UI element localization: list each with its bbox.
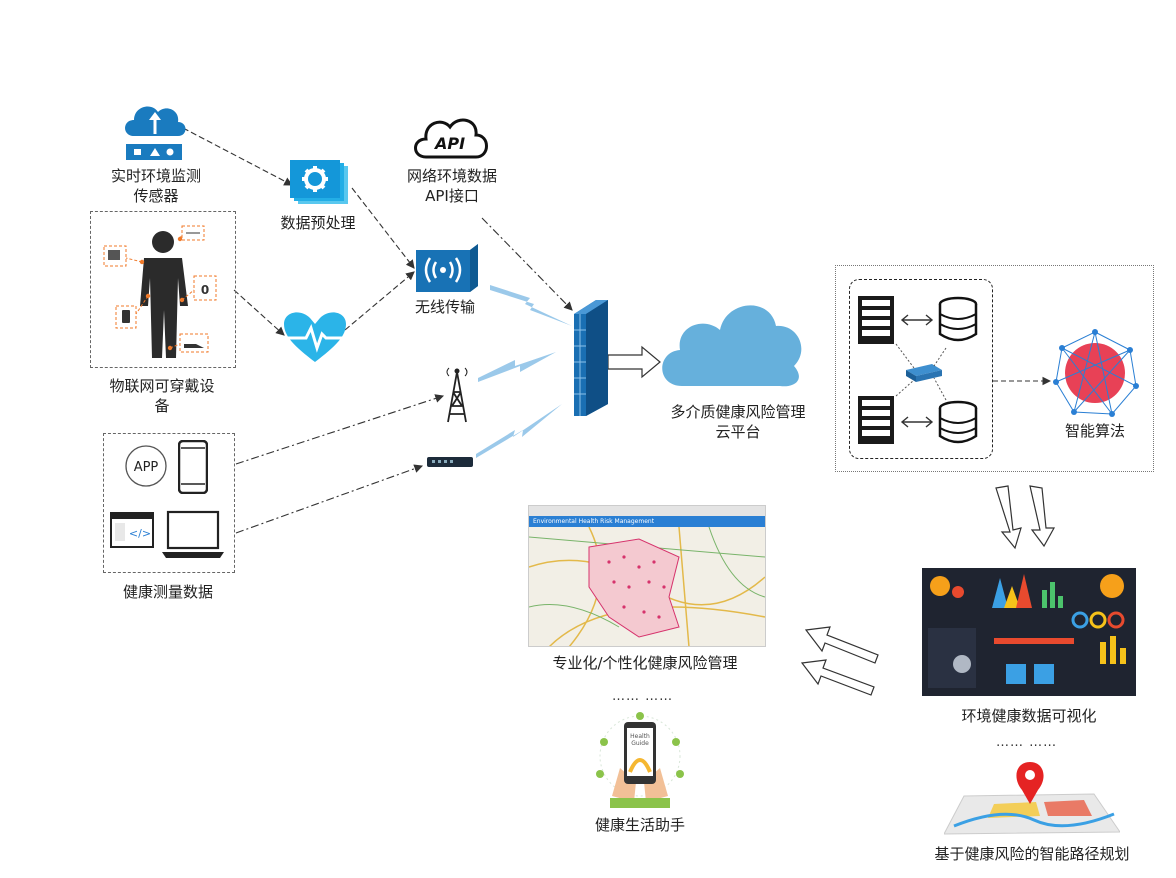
svg-text:0: 0: [201, 283, 209, 297]
life-assistant-label: 健康生活助手: [594, 816, 685, 834]
risk-management-label: 专业化/个性化健康风险管理: [552, 654, 738, 672]
sensor-cloud-icon: [122, 100, 188, 162]
preprocess-label: 数据预处理: [280, 214, 356, 232]
code-window-icon: </>: [110, 512, 154, 548]
ellipsis-right: …… ……: [996, 735, 1058, 750]
cloud-platform-icon: [660, 294, 806, 388]
wearable-label-line2: 备: [154, 397, 170, 415]
database-icon: [938, 400, 978, 444]
svg-text:</>: </>: [129, 527, 151, 540]
heart-to-wireless-arrow: [344, 271, 415, 331]
server-rack-icon: [858, 296, 894, 344]
wearable-label-line1: 物联网可穿戴设: [109, 377, 215, 395]
lightning-bolt: [476, 404, 562, 458]
left-arrow-upper: [804, 626, 879, 664]
server-rack-icon: [858, 396, 894, 444]
health-guide-text-line1: Health: [630, 733, 650, 740]
api-label-line1: 网络环境数据: [406, 167, 497, 185]
health-measure-box: [103, 433, 235, 573]
server-cluster-box: [849, 279, 993, 459]
health-to-router-arrow: [235, 464, 424, 534]
health-measure-label: 健康测量数据: [122, 583, 213, 601]
app-icon: APP: [124, 444, 168, 488]
visualization-infographic: [922, 568, 1136, 696]
route-map-icon: [943, 760, 1121, 836]
sensor-to-preprocess-arrow: [182, 127, 293, 186]
firewall-to-cloud-arrow: [607, 345, 661, 379]
api-cloud-icon: API: [412, 113, 492, 163]
heart-rate-icon: [284, 310, 346, 364]
preprocess-to-wireless-arrow: [351, 187, 415, 269]
map-browser-bar: [529, 506, 765, 516]
wireless-label: 无线传输: [414, 298, 475, 316]
sensor-label-line2: 传感器: [133, 187, 179, 205]
map-header: Environmental Health Risk Management: [529, 516, 765, 527]
visualization-label: 环境健康数据可视化: [961, 707, 1097, 725]
health-to-tower-arrow: [235, 394, 445, 465]
person-icon: 0: [96, 218, 230, 360]
algorithm-panel: [835, 265, 1154, 472]
api-to-firewall-arrow: [481, 217, 573, 311]
lightning-bolt: [490, 285, 572, 326]
health-guide-phone-icon: Health Guide: [590, 712, 690, 808]
cloud-label-line2: 云平台: [715, 423, 761, 441]
wearable-box: [90, 211, 236, 368]
left-arrow-lower: [800, 659, 875, 696]
database-icon: [938, 296, 978, 342]
down-arrow-right: [1029, 485, 1056, 548]
api-icon-text: API: [433, 134, 465, 153]
route-planning-label: 基于健康风险的智能路径规划: [934, 845, 1130, 863]
wearable-to-heart-arrow: [233, 289, 285, 336]
ellipsis-left: …… ……: [612, 689, 674, 704]
cloud-label-line1: 多介质健康风险管理: [670, 403, 806, 421]
risk-map-screenshot: Environmental Health Risk Management: [528, 505, 766, 647]
cell-tower-icon: [444, 366, 470, 424]
laptop-icon: [160, 510, 226, 560]
health-guide-text-line2: Guide: [631, 740, 649, 747]
switch-icon: [906, 364, 942, 382]
down-arrow-left: [995, 485, 1022, 550]
neural-network-icon: [1050, 328, 1140, 418]
firewall-icon: [574, 300, 608, 416]
lightning-bolt: [478, 352, 556, 382]
gear-icon: [290, 160, 354, 210]
sensor-label-line1: 实时环境监测: [110, 167, 201, 185]
api-label-line2: API接口: [425, 187, 479, 205]
app-icon-text: APP: [134, 460, 159, 475]
wireless-icon: [416, 244, 478, 294]
smartphone-icon: [177, 439, 209, 495]
algorithm-label: 智能算法: [1064, 422, 1125, 440]
router-icon: [426, 454, 474, 470]
server-cluster-icon: [856, 290, 986, 450]
